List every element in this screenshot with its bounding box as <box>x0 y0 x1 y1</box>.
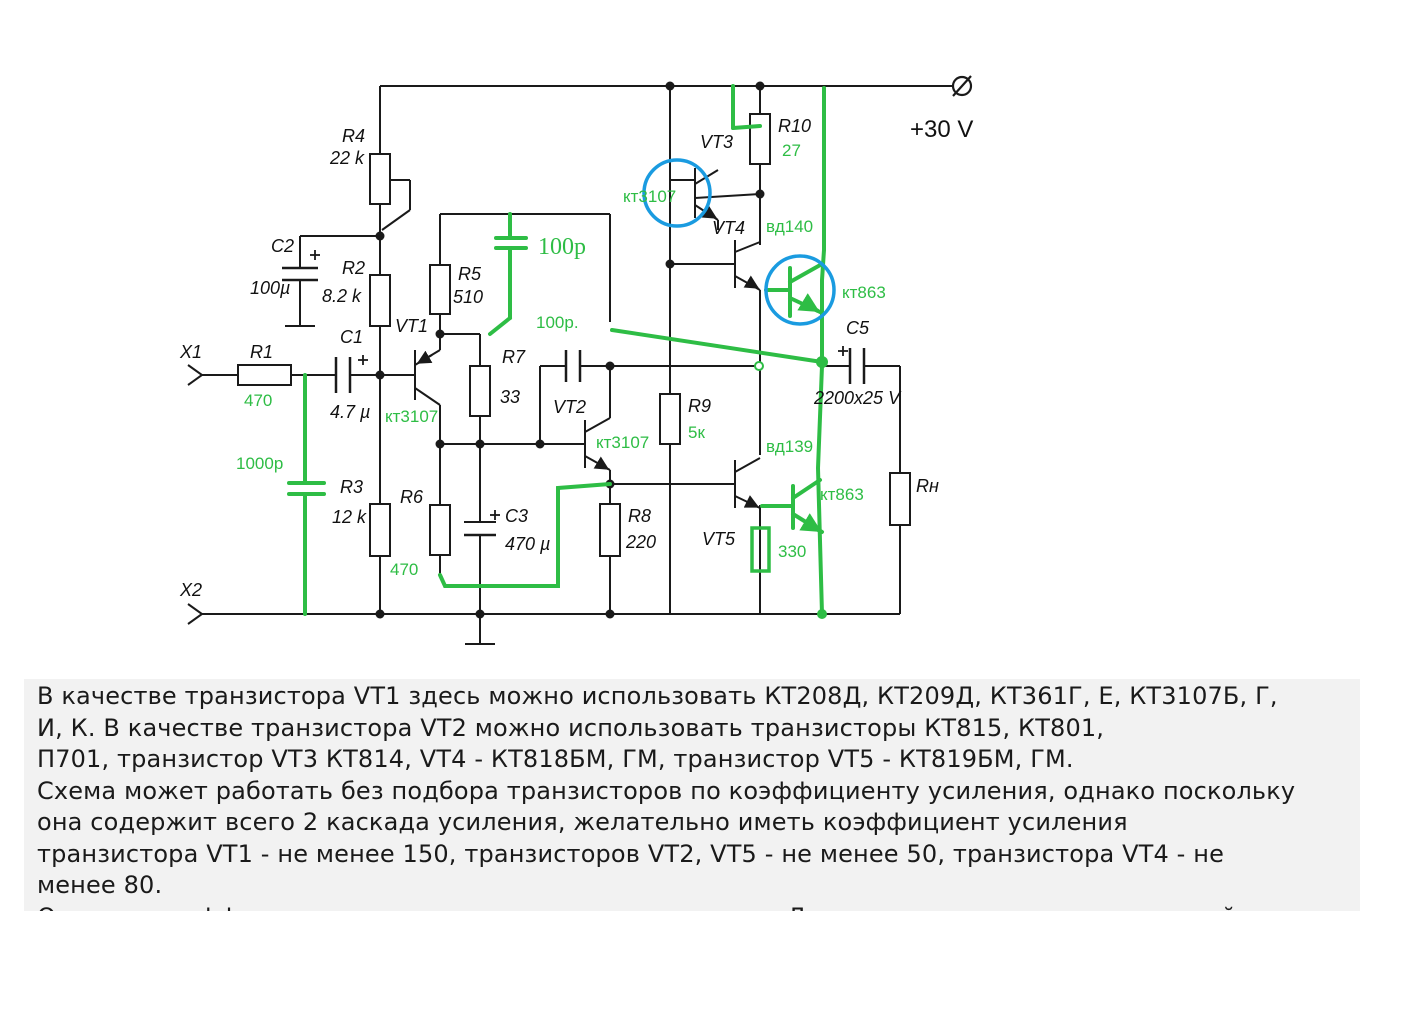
emitter-arrows <box>416 205 760 508</box>
resistor-r8 <box>599 503 621 557</box>
value-c2: 100µ <box>250 278 290 298</box>
label-c1: C1 <box>340 327 363 347</box>
green-labels: 470 1000р кт3107 470 100р 100р. кт3107 к… <box>236 141 886 579</box>
junction-dots <box>375 81 765 619</box>
description-line: транзистора VT1 - не менее 150, транзист… <box>37 839 1225 868</box>
annot-r6: 470 <box>390 560 418 579</box>
description-text: В качестве транзистора VT1 здесь можно и… <box>24 679 1360 911</box>
highlight-circles <box>642 158 836 326</box>
label-r5: R5 <box>458 264 482 284</box>
label-rh: Rн <box>916 476 939 496</box>
value-c1: 4.7 µ <box>330 402 370 422</box>
terminal-x2: X2 <box>179 580 202 600</box>
value-r4: 22 k <box>329 148 365 168</box>
label-r10: R10 <box>778 116 811 136</box>
annot-100p-mid: 100р. <box>536 313 579 332</box>
annot-vt4: вд140 <box>766 217 813 236</box>
annot-vt1: кт3107 <box>385 407 438 426</box>
resistor-r2 <box>369 274 391 327</box>
label-vt3: VT3 <box>700 132 733 152</box>
value-c5: 2200x25 V <box>813 388 902 408</box>
resistor-r10 <box>749 113 771 165</box>
supply-label: +30 V <box>910 116 973 143</box>
label-r1: R1 <box>250 342 273 362</box>
terminals <box>187 364 204 625</box>
description-line: менее 80. <box>37 871 163 899</box>
resistor-r7 <box>469 365 491 417</box>
label-r7: R7 <box>502 347 526 367</box>
annot-kt863-lower: кт863 <box>820 485 864 504</box>
resistors <box>237 113 911 557</box>
supply-terminal <box>951 75 973 97</box>
green-arrows <box>797 293 822 533</box>
description-line: Оценить коэффициент усиления транзистора… <box>37 902 1348 912</box>
label-vt5: VT5 <box>702 529 736 549</box>
description-line: Схема может работать без подбора транзис… <box>37 776 1296 805</box>
label-c5: C5 <box>846 318 870 338</box>
resistor-r1 <box>237 364 292 386</box>
label-r4: R4 <box>342 126 365 146</box>
labels: +30 V X1 X2 R1 R4 22 k C2 100µ R2 8.2 k … <box>179 116 973 600</box>
annot-vt2: кт3107 <box>596 433 649 452</box>
resistor-r5 <box>429 264 451 315</box>
value-r8: 220 <box>625 532 656 552</box>
value-c3: 470 µ <box>505 534 550 554</box>
annot-kt863-upper: кт863 <box>842 283 886 302</box>
annot-r1: 470 <box>244 391 272 410</box>
label-r9: R9 <box>688 396 711 416</box>
capacitors <box>282 266 866 537</box>
resistor-r3 <box>369 503 391 557</box>
label-r2: R2 <box>342 258 365 278</box>
annot-r10: 27 <box>782 141 801 160</box>
resistor-r4 <box>369 153 391 205</box>
resistor-r9 <box>659 393 681 445</box>
resistor-r6 <box>429 504 451 556</box>
wiring <box>202 85 952 645</box>
value-r5: 510 <box>453 287 483 307</box>
description-line: И, К. В качестве транзистора VT2 можно и… <box>37 713 1105 742</box>
label-c2: C2 <box>271 236 294 256</box>
terminal-x1: X1 <box>179 342 202 362</box>
description-line: она содержит всего 2 каскада усиления, ж… <box>37 808 1128 836</box>
description-panel: В качестве транзистора VT1 здесь можно и… <box>24 679 1360 911</box>
polarity-marks <box>310 250 848 520</box>
label-vt4: VT4 <box>712 218 745 238</box>
label-r3: R3 <box>340 477 363 497</box>
resistor-rh <box>889 472 911 526</box>
annot-100p-top: 100р <box>538 234 586 260</box>
annot-r9: 5к <box>688 423 705 442</box>
r4-wiper <box>381 179 411 231</box>
green-dots <box>816 356 828 619</box>
description-line: В качестве транзистора VT1 здесь можно и… <box>37 682 1278 710</box>
highlight-circle-vt4-driver <box>764 254 836 326</box>
amplifier-schematic: +30 V X1 X2 R1 R4 22 k C2 100µ R2 8.2 k … <box>179 75 973 645</box>
label-c3: C3 <box>505 506 528 526</box>
label-vt2: VT2 <box>553 397 586 417</box>
label-r8: R8 <box>628 506 651 526</box>
value-r3: 12 k <box>332 507 367 527</box>
description-line: П701, транзистор VT3 КТ814, VT4 - КТ818Б… <box>37 745 1074 773</box>
annot-vt3: кт3107 <box>623 187 676 206</box>
highlight-circle-vt3 <box>642 158 712 228</box>
label-r6: R6 <box>400 487 424 507</box>
value-r2: 8.2 k <box>322 286 362 306</box>
annot-330: 330 <box>778 542 806 561</box>
annot-1000p: 1000р <box>236 454 283 473</box>
value-r7: 33 <box>500 387 520 407</box>
annot-vt5: вд139 <box>766 437 813 456</box>
small-junction-marker <box>754 361 764 371</box>
label-vt1: VT1 <box>395 316 428 336</box>
